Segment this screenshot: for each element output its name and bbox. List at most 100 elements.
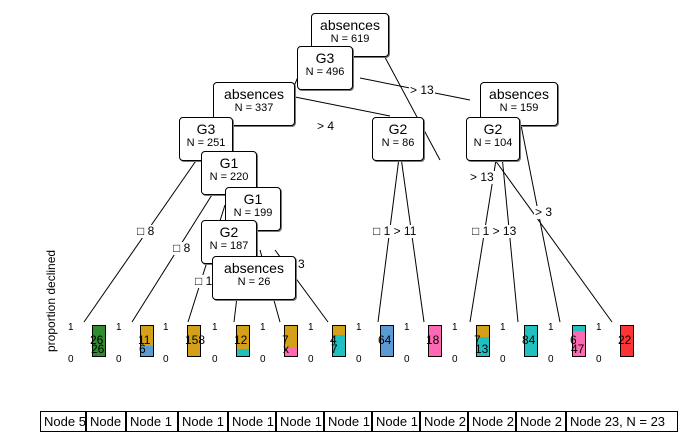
bar-segment-top <box>188 326 200 356</box>
edge-label: □ 1 <box>194 274 214 288</box>
terminal-node-label: Node 1 <box>126 411 178 432</box>
bar-segment-top <box>93 326 105 341</box>
terminal-bar <box>380 325 394 357</box>
terminal-node-label: Node 1 <box>276 411 324 432</box>
bar-segment-bottom <box>237 349 249 356</box>
axis-tick-one: 1 <box>260 322 266 333</box>
terminal-node-label: Node 2 <box>420 411 468 432</box>
edge-label: > 3 <box>534 205 554 219</box>
bar-segment-bottom <box>477 337 489 356</box>
bar-count-top: 7 <box>282 333 289 347</box>
node-variable: G2 <box>483 121 503 137</box>
terminal-node-label: Node 1 <box>178 411 228 432</box>
axis-tick-zero: 0 <box>500 354 506 365</box>
bar-count-bottom: 13 <box>475 342 489 356</box>
node-count: N = 251 <box>186 137 226 149</box>
bar-count-top: 84 <box>522 333 536 347</box>
bar-segment-bottom <box>93 341 105 356</box>
bar-count-top: 7 <box>474 333 481 347</box>
bar-count-bottom: x <box>283 342 289 356</box>
bar-segment-top <box>621 326 633 356</box>
node-count: N = 104 <box>473 137 513 149</box>
bar-count-top: 22 <box>618 333 632 347</box>
bar-segment-top <box>573 326 585 331</box>
node-variable: absences <box>224 260 284 276</box>
bar-segment-bottom <box>333 335 345 356</box>
axis-tick-zero: 0 <box>68 354 74 365</box>
bar-count-bottom: 47 <box>571 342 585 356</box>
node-variable: G2 <box>388 121 408 137</box>
axis-tick-zero: 0 <box>163 354 169 365</box>
axis-tick-one: 1 <box>596 322 602 333</box>
axis-tick-zero: 0 <box>212 354 218 365</box>
bar-count-top: 18 <box>426 333 440 347</box>
axis-tick-one: 1 <box>356 322 362 333</box>
bar-count-top: 11 <box>138 333 151 347</box>
axis-tick-one: 1 <box>68 322 74 333</box>
terminal-bar <box>572 325 586 357</box>
bar-segment-top <box>237 326 249 349</box>
bar-count-top: 64 <box>378 333 392 347</box>
terminal-node-label: Node 2 <box>468 411 516 432</box>
node-variable: G3 <box>196 121 216 137</box>
axis-tick-zero: 0 <box>260 354 266 365</box>
edge-label: > 13 <box>409 83 435 97</box>
axis-tick-zero: 0 <box>548 354 554 365</box>
bar-segment-bottom <box>141 346 153 356</box>
bar-segment-top <box>381 326 393 356</box>
terminal-node-label: Node 1 <box>372 411 420 432</box>
terminal-bar <box>236 325 250 357</box>
edge-label: □ 1 > 11 <box>372 224 418 238</box>
axis-tick-zero: 0 <box>308 354 314 365</box>
bar-count-bottom: 7 <box>331 342 338 356</box>
node-count: N = 496 <box>305 66 345 78</box>
bar-segment-top <box>429 326 441 356</box>
axis-tick-one: 1 <box>404 322 410 333</box>
bar-segment-top <box>141 326 153 346</box>
node-count: N = 26 <box>237 276 271 288</box>
terminal-node-label: Node <box>86 411 126 432</box>
bar-segment-bottom <box>285 347 297 356</box>
node-count: N = 86 <box>381 137 415 149</box>
terminal-bar <box>524 325 538 357</box>
tree-edge <box>131 189 216 323</box>
terminal-bar <box>332 325 346 357</box>
edge-label: > 13 <box>469 170 495 184</box>
node-variable: G1 <box>243 191 263 207</box>
terminal-bar <box>620 325 634 357</box>
node-variable: G2 <box>219 224 239 240</box>
axis-tick-zero: 0 <box>404 354 410 365</box>
terminal-bar <box>92 325 106 357</box>
axis-tick-zero: 0 <box>356 354 362 365</box>
node-variable: G1 <box>219 155 239 171</box>
bar-segment-top <box>285 326 297 347</box>
terminal-bar <box>187 325 201 357</box>
node-count: N = 187 <box>209 240 249 252</box>
axis-tick-one: 1 <box>163 322 169 333</box>
axis-tick-zero: 0 <box>116 354 122 365</box>
node-count: N = 159 <box>499 102 539 114</box>
tree-edge <box>289 95 391 117</box>
terminal-bar <box>476 325 490 357</box>
bar-segment-top <box>525 326 537 356</box>
edge-label: > 4 <box>316 119 336 133</box>
tree-edge <box>379 47 441 161</box>
edge-label: 3 <box>297 257 306 271</box>
axis-tick-one: 1 <box>116 322 122 333</box>
edge-label: □ 8 <box>136 224 156 238</box>
bar-count-top: 158 <box>185 333 206 347</box>
bar-count-bottom: 6 <box>139 342 146 356</box>
axis-tick-one: 1 <box>500 322 506 333</box>
bar-segment-top <box>477 326 489 337</box>
node-count: N = 199 <box>233 207 273 219</box>
node-variable: absences <box>489 86 549 102</box>
tree-edge <box>519 119 561 323</box>
terminal-node-label: Node 23, N = 23 <box>566 411 678 432</box>
terminal-bar <box>140 325 154 357</box>
terminal-bar <box>284 325 298 357</box>
axis-tick-zero: 0 <box>452 354 458 365</box>
